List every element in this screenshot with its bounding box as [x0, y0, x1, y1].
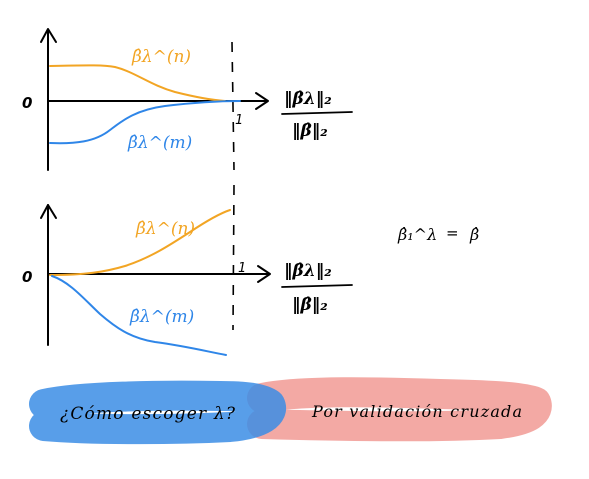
top-x-tick-label: 1 — [235, 113, 243, 128]
top-x-axis-arrowhead — [255, 92, 269, 110]
bottom-zero-label: 0 — [22, 268, 32, 286]
red-highlight-stroke — [247, 377, 552, 442]
bottom-orange-curve — [49, 209, 231, 276]
bottom-plot: 0 1 β̂λ^(n) β̂λ^(m) ‖β̂λ‖₂ ‖β̂‖₂ — [22, 184, 353, 356]
top-dashed-line — [231, 41, 235, 171]
side-equation: β̂₁^λ = β̂ — [397, 224, 479, 244]
top-blue-curve — [49, 100, 241, 145]
bottom-axis-label-denominator: ‖β̂‖₂ — [292, 295, 328, 315]
side-equation-right: β̂ — [469, 225, 479, 244]
blue-highlight-stroke — [29, 380, 286, 445]
bottom-y-axis-arrowhead — [40, 204, 57, 219]
bottom-axis-label-fraction-bar — [281, 284, 353, 288]
side-equation-left: β̂₁^λ — [397, 225, 437, 244]
top-axis-label-denominator: ‖β̂‖₂ — [292, 121, 328, 141]
bottom-blue-label: β̂λ^(m) — [129, 307, 194, 327]
top-orange-label: β̂λ^(n) — [131, 47, 191, 67]
highlight-banner: ¿Cómo escoger λ? Por validación cruzada — [29, 377, 552, 445]
top-axis-label-numerator: ‖β̂λ‖₂ — [284, 89, 332, 109]
top-y-axis-arrowhead — [40, 28, 57, 43]
top-blue-label: β̂λ^(m) — [127, 133, 192, 153]
top-axis-label-fraction-bar — [281, 111, 353, 115]
top-zero-label: 0 — [22, 94, 32, 112]
bottom-orange-label: β̂λ^(n) — [135, 219, 195, 239]
top-orange-curve — [49, 64, 226, 102]
bottom-blue-curve — [51, 275, 227, 356]
banner-question: ¿Cómo escoger λ? — [60, 404, 236, 424]
side-equation-equals: = — [446, 224, 459, 242]
bottom-x-axis-arrowhead — [257, 265, 271, 283]
bottom-axis-label-numerator: ‖β̂λ‖₂ — [284, 261, 332, 281]
banner-answer: Por validación cruzada — [311, 402, 523, 421]
bottom-dashed-line — [232, 184, 235, 331]
top-plot: 0 1 β̂λ^(n) β̂λ^(m) ‖β̂λ‖₂ ‖β̂‖₂ — [22, 28, 353, 171]
bottom-x-tick-label: 1 — [238, 261, 246, 276]
